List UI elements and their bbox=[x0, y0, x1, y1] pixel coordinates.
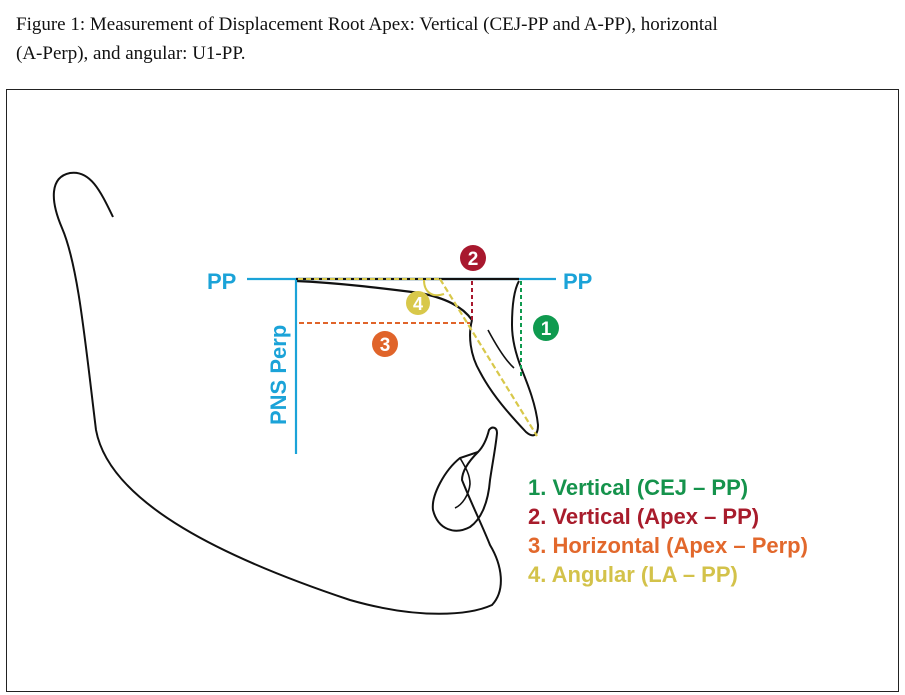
marker-2: 2 bbox=[460, 245, 486, 271]
marker-3-number: 3 bbox=[380, 335, 391, 356]
legend: 1. Vertical (CEJ – PP) 2. Vertical (Apex… bbox=[528, 475, 808, 587]
caption-line-2: (A-Perp), and angular: U1-PP. bbox=[16, 43, 246, 64]
pp-label-left: PP bbox=[207, 269, 236, 294]
upper-incisor-outline bbox=[469, 280, 540, 437]
legend-item-4: 4. Angular (LA – PP) bbox=[528, 562, 738, 587]
marker-4: 4 bbox=[406, 291, 430, 315]
legend-item-3: 3. Horizontal (Apex – Perp) bbox=[528, 533, 808, 558]
pns-perp-label: PNS Perp bbox=[266, 325, 291, 425]
marker-4-number: 4 bbox=[413, 294, 423, 314]
pp-label-right: PP bbox=[563, 269, 592, 294]
legend-item-1: 1. Vertical (CEJ – PP) bbox=[528, 475, 748, 500]
long-axis-line bbox=[439, 278, 538, 437]
marker-1: 1 bbox=[533, 315, 559, 341]
figure-frame bbox=[6, 89, 899, 692]
caption-line-1: Figure 1: Measurement of Displacement Ro… bbox=[16, 14, 718, 35]
legend-item-2: 2. Vertical (Apex – PP) bbox=[528, 504, 759, 529]
angle-arc bbox=[423, 279, 445, 297]
figure-caption: Figure 1: Measurement of Displacement Ro… bbox=[16, 10, 886, 68]
lower-incisor-outline bbox=[431, 426, 499, 532]
mandible-outline bbox=[52, 171, 502, 615]
marker-2-number: 2 bbox=[468, 249, 479, 270]
lower-incisor-inner bbox=[454, 457, 471, 509]
marker-3: 3 bbox=[372, 331, 398, 357]
upper-incisor-inner bbox=[487, 329, 515, 369]
marker-1-number: 1 bbox=[541, 319, 552, 340]
